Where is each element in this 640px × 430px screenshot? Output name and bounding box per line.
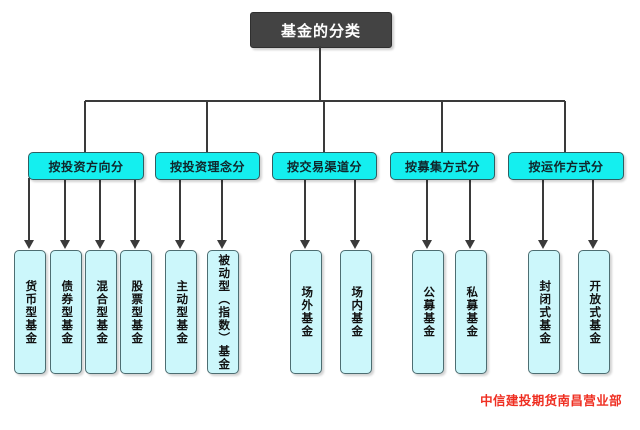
- footer-branding: 中信建投期货南昌营业部: [480, 394, 622, 408]
- leaf-node-label: 场外基金: [300, 286, 313, 338]
- leaf-node-label: 主动型基金: [175, 279, 188, 345]
- leaf-node-label: 被动型（指数）基金: [217, 253, 230, 371]
- leaf-node-label: 公募基金: [422, 286, 435, 338]
- arrowhead-category-0-leaf-1: [60, 240, 70, 249]
- arrowhead-category-1-leaf-0: [175, 240, 185, 249]
- arrowhead-category-0-leaf-3: [130, 240, 140, 249]
- connector-bus-to-category-0: [84, 101, 86, 152]
- connector-root-stem: [319, 46, 321, 101]
- leaf-node-2-0[interactable]: 场外基金: [290, 250, 322, 374]
- leaf-node-label: 场内基金: [350, 286, 363, 338]
- category-node-label: 按募集方式分: [404, 159, 480, 174]
- leaf-node-label: 混合型基金: [95, 279, 108, 345]
- category-node-label: 按交易渠道分: [286, 159, 362, 174]
- leaf-node-4-0[interactable]: 封闭式基金: [528, 250, 560, 374]
- leaf-node-label: 私募基金: [465, 286, 478, 338]
- arrowhead-category-4-leaf-1: [588, 240, 598, 249]
- connector-category-2-to-leaf-1: [354, 178, 356, 241]
- category-node-1[interactable]: 按投资理念分: [155, 152, 260, 180]
- arrowhead-category-1-leaf-1: [217, 240, 227, 249]
- connector-category-0-to-leaf-2: [99, 178, 101, 241]
- leaf-node-label: 封闭式基金: [538, 279, 551, 345]
- leaf-node-label: 股票型基金: [130, 279, 143, 345]
- connector-category-4-to-leaf-0: [542, 178, 544, 241]
- connector-category-4-to-leaf-1: [592, 178, 594, 241]
- connector-category-0-to-leaf-1: [64, 178, 66, 241]
- connector-bus-to-category-2: [322, 101, 325, 152]
- leaf-node-0-2[interactable]: 混合型基金: [85, 250, 117, 374]
- leaf-node-3-0[interactable]: 公募基金: [412, 250, 444, 374]
- category-node-2[interactable]: 按交易渠道分: [272, 152, 377, 180]
- arrowhead-category-3-leaf-1: [465, 240, 475, 249]
- leaf-node-label: 开放式基金: [588, 279, 601, 345]
- category-node-label: 按投资理念分: [169, 159, 245, 174]
- connector-category-3-to-leaf-0: [426, 178, 428, 241]
- connector-category-1-to-leaf-1: [221, 178, 223, 241]
- leaf-node-2-1[interactable]: 场内基金: [340, 250, 372, 374]
- root-node-label: 基金的分类: [280, 22, 361, 40]
- connector-category-0-to-leaf-0: [28, 178, 30, 241]
- connector-category-2-to-leaf-0: [304, 178, 306, 241]
- arrowhead-category-4-leaf-0: [538, 240, 548, 249]
- arrowhead-category-0-leaf-2: [95, 240, 105, 249]
- connector-bus-to-category-4: [564, 101, 566, 152]
- leaf-node-1-1[interactable]: 被动型（指数）基金: [207, 250, 239, 374]
- category-node-0[interactable]: 按投资方向分: [28, 152, 144, 180]
- category-node-label: 按运作方式分: [528, 159, 604, 174]
- arrowhead-category-2-leaf-0: [300, 240, 310, 249]
- leaf-node-0-3[interactable]: 股票型基金: [120, 250, 152, 374]
- root-node-fund-classification[interactable]: 基金的分类: [250, 12, 392, 48]
- connector-bus: [85, 100, 565, 102]
- category-node-4[interactable]: 按运作方式分: [508, 152, 624, 180]
- leaf-node-label: 债券型基金: [60, 279, 73, 345]
- arrowhead-category-0-leaf-0: [24, 240, 34, 249]
- connector-category-1-to-leaf-0: [179, 178, 181, 241]
- leaf-node-4-1[interactable]: 开放式基金: [578, 250, 610, 374]
- connector-bus-to-category-3: [440, 101, 443, 152]
- leaf-node-label: 货币型基金: [24, 279, 37, 345]
- connector-category-3-to-leaf-1: [469, 178, 471, 241]
- leaf-node-3-1[interactable]: 私募基金: [455, 250, 487, 374]
- connector-category-0-to-leaf-3: [134, 178, 136, 241]
- category-node-3[interactable]: 按募集方式分: [390, 152, 495, 180]
- connector-bus-to-category-1: [205, 101, 208, 152]
- leaf-node-0-0[interactable]: 货币型基金: [14, 250, 46, 374]
- arrowhead-category-3-leaf-0: [422, 240, 432, 249]
- category-node-label: 按投资方向分: [48, 159, 124, 174]
- leaf-node-1-0[interactable]: 主动型基金: [165, 250, 197, 374]
- leaf-node-0-1[interactable]: 债券型基金: [50, 250, 82, 374]
- arrowhead-category-2-leaf-1: [350, 240, 360, 249]
